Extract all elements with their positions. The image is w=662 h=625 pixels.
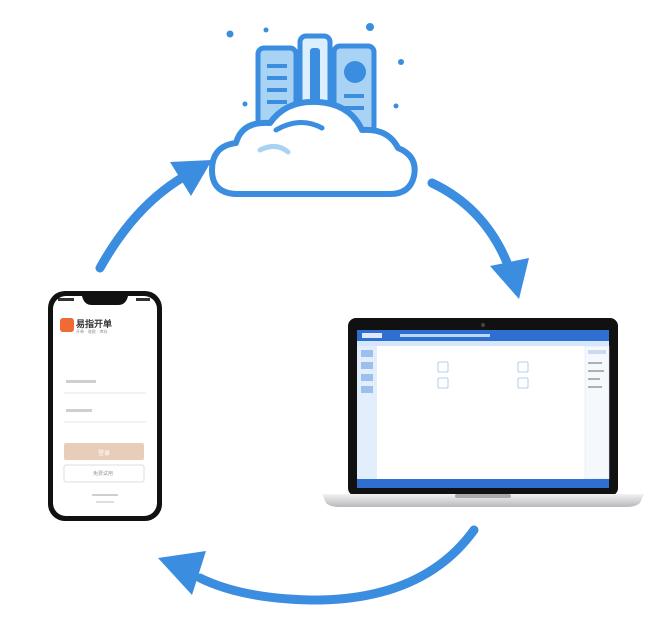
free-trial-button-label: 免费试用 (93, 471, 114, 477)
arrow-cloud-to-laptop (427, 178, 529, 299)
laptop-screen (357, 330, 609, 488)
login-button[interactable] (64, 443, 144, 460)
phone-screen (53, 296, 157, 516)
app-subtitle: 开单 · 收款 · 库存 (76, 329, 108, 334)
smartphone-icon (48, 291, 162, 521)
free-trial-button[interactable] (63, 464, 145, 483)
arrow-phone-to-cloud (95, 160, 212, 273)
arrow-laptop-to-phone (158, 525, 479, 605)
arrow-head-icon (158, 551, 206, 595)
login-button-label: 登录 (98, 450, 111, 457)
laptop-icon (322, 318, 644, 507)
app-title: 易指开单 (76, 320, 113, 330)
phone-notch (82, 296, 128, 305)
app-logo-icon (60, 318, 74, 332)
cloud-buildings-icon (209, 23, 418, 197)
arrow-head-icon (170, 160, 212, 196)
arrow-head-icon (490, 258, 529, 299)
